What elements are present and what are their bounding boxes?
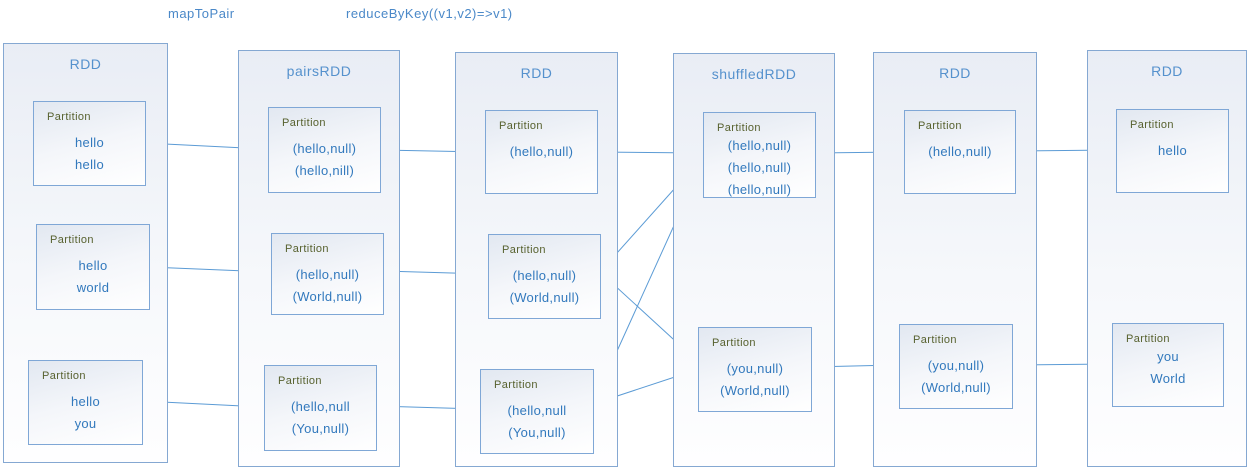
partition-label: Partition (282, 117, 326, 129)
partition-line: (World,null) (509, 290, 580, 305)
partition-box: Partition (hello,null) (hello,nill) (268, 107, 381, 193)
partition-line: (You,null) (291, 421, 350, 436)
rdd-title: shuffledRDD (711, 66, 797, 82)
partition-label: Partition (918, 120, 962, 132)
reduce-by-key-label: reduceByKey((v1,v2)=>v1) (346, 6, 513, 21)
partition-label: Partition (1126, 333, 1170, 345)
partition-line: (World,null) (720, 383, 790, 398)
partition-line: you (1157, 349, 1179, 364)
partition-box: Partition hello hello (33, 101, 146, 186)
partition-line: hello (1158, 143, 1187, 158)
partition-line: (You,null) (508, 425, 566, 440)
partition-label: Partition (47, 111, 91, 123)
rdd-box-3: RDD Partition (hello,null) Partition (yo… (873, 52, 1037, 467)
partition-box: Partition (hello,null) (World,null) (488, 234, 601, 319)
partition-box: Partition (hello,null (You,null) (480, 369, 594, 454)
partition-label: Partition (712, 337, 756, 349)
partition-line: (hello,null (291, 399, 350, 414)
partition-line: (hello,null) (727, 160, 792, 175)
partition-box: Partition (hello,null) (hello,null) (hel… (703, 112, 816, 198)
partition-label: Partition (42, 370, 86, 382)
partition-label: Partition (285, 243, 329, 255)
partition-line: (World,null) (921, 380, 991, 395)
partition-line: (World,null) (292, 289, 363, 304)
partition-line: (hello,null) (509, 144, 574, 159)
rdd-box-2: RDD Partition (hello,null) Partition (he… (455, 52, 618, 467)
partition-box: Partition (you,null) (World,null) (899, 324, 1013, 409)
partition-label: Partition (278, 375, 322, 387)
partition-label: Partition (913, 334, 957, 346)
partition-label: Partition (494, 379, 538, 391)
partition-label: Partition (502, 244, 546, 256)
partition-box: Partition hello (1116, 109, 1229, 193)
partition-line: (hello,null) (928, 144, 992, 159)
partition-box: Partition (hello,null (You,null) (264, 365, 377, 451)
partition-label: Partition (499, 120, 543, 132)
partition-label: Partition (1130, 119, 1174, 131)
partition-line: World (1150, 371, 1186, 386)
rdd-title: RDD (520, 65, 553, 81)
partition-box: Partition (you,null) (World,null) (698, 327, 812, 412)
partition-box: Partition (hello,null) (904, 110, 1016, 194)
rdd-title: pairsRDD (286, 63, 352, 79)
partition-box: Partition you World (1112, 323, 1224, 407)
partition-line: hello (71, 394, 100, 409)
rdd-title: RDD (939, 65, 971, 81)
partition-line: (you,null) (726, 361, 784, 376)
partition-line: hello (75, 135, 104, 150)
partition-line: (hello,nill) (294, 163, 355, 178)
rdd-box-pairs: pairsRDD Partition (hello,null) (hello,n… (238, 50, 400, 467)
partition-box: Partition (hello,null) (485, 110, 598, 194)
rdd-box-4: RDD Partition hello Partition you World (1087, 50, 1247, 467)
rdd-title: RDD (69, 56, 102, 72)
partition-box: Partition hello you (28, 360, 143, 445)
partition-line: (hello,null) (295, 267, 360, 282)
partition-label: Partition (717, 122, 761, 134)
rdd-title: RDD (1151, 63, 1183, 79)
partition-line: (hello,null) (727, 182, 792, 197)
rdd-box-shuffled: shuffledRDD Partition (hello,null) (hell… (673, 53, 835, 467)
partition-box: Partition (hello,null) (World,null) (271, 233, 384, 315)
partition-label: Partition (50, 234, 94, 246)
partition-line: hello (78, 258, 108, 273)
partition-line: world (76, 280, 110, 295)
partition-line: (hello,null) (292, 141, 357, 156)
partition-box: Partition hello world (36, 224, 150, 310)
partition-line: (you,null) (927, 358, 985, 373)
partition-line: you (74, 416, 97, 431)
rdd-box-1: RDD Partition hello hello Partition hell… (3, 43, 168, 463)
map-to-pair-label: mapToPair (168, 6, 235, 21)
partition-line: (hello,null (507, 403, 567, 418)
partition-line: (hello,null) (727, 138, 792, 153)
partition-line: (hello,null) (512, 268, 577, 283)
partition-line: hello (75, 157, 104, 172)
